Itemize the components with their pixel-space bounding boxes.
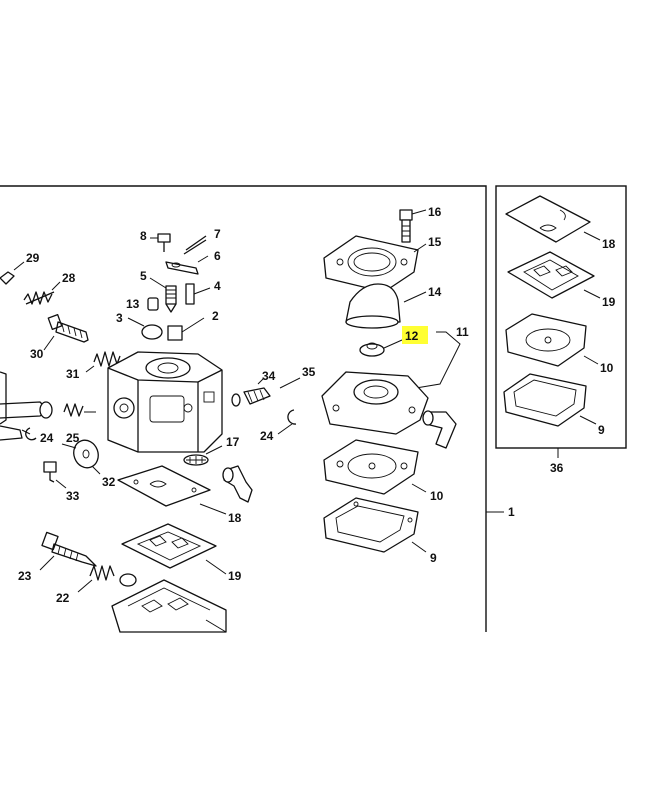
callout-17: 17 bbox=[226, 435, 240, 449]
part-17-screen bbox=[183, 445, 223, 466]
leader-11-bracket bbox=[403, 331, 461, 391]
callout-35: 35 bbox=[302, 365, 316, 379]
part-25-spring bbox=[63, 403, 96, 417]
part-22-spring bbox=[77, 565, 115, 593]
part-18-gasket-left bbox=[117, 465, 227, 515]
callout-34: 34 bbox=[262, 369, 276, 383]
part-10-diaphragm-right bbox=[323, 439, 427, 495]
kit-part-19-diaphragm bbox=[507, 251, 601, 299]
callout-8: 8 bbox=[140, 229, 147, 243]
part-15-cover bbox=[323, 235, 427, 293]
leader-35 bbox=[279, 377, 301, 389]
callout-6: 6 bbox=[214, 249, 221, 263]
callout-25: 25 bbox=[66, 431, 80, 445]
fuel-fitting-right bbox=[422, 410, 457, 449]
callout-32: 32 bbox=[102, 475, 116, 489]
kit-part-10-diaphragm bbox=[505, 313, 599, 367]
callout-18-left: 18 bbox=[228, 511, 242, 525]
callout-29: 29 bbox=[26, 251, 40, 265]
metering-cover bbox=[111, 573, 227, 633]
part-29-needle bbox=[0, 261, 25, 285]
part-32-washer bbox=[61, 439, 101, 475]
callout-36: 36 bbox=[550, 461, 564, 475]
callout-19-left: 19 bbox=[228, 569, 242, 583]
callout-7: 7 bbox=[214, 227, 221, 241]
part-8-screw bbox=[150, 233, 171, 252]
part-31-spring bbox=[85, 351, 121, 373]
callout-10-right: 10 bbox=[430, 489, 444, 503]
callout-12-highlight bbox=[402, 326, 428, 344]
callout-24-right: 24 bbox=[260, 429, 274, 443]
callout-5: 5 bbox=[140, 269, 147, 283]
part-3-cap bbox=[127, 317, 163, 340]
part-34-screw bbox=[231, 377, 271, 407]
part-12-valve bbox=[359, 339, 403, 357]
part-14-primer-bulb bbox=[345, 283, 427, 329]
callout-14: 14 bbox=[428, 285, 442, 299]
part-33-screw bbox=[43, 461, 67, 489]
callout-13: 13 bbox=[126, 297, 140, 311]
fuel-fitting-left bbox=[222, 465, 253, 503]
callout-23: 23 bbox=[18, 569, 32, 583]
part-16-screw bbox=[399, 209, 427, 243]
part-9-gasket-right bbox=[323, 497, 427, 553]
callout-22: 22 bbox=[56, 591, 70, 605]
callout-4: 4 bbox=[214, 279, 221, 293]
part-7-pin bbox=[183, 235, 207, 255]
throttle-shaft bbox=[0, 371, 53, 441]
part-30-idle-screw bbox=[43, 314, 89, 351]
part-13-plug bbox=[147, 297, 159, 311]
callout-9-kit: 9 bbox=[598, 423, 605, 437]
callout-30: 30 bbox=[30, 347, 44, 361]
repair-kit-frame bbox=[495, 185, 627, 449]
callout-28: 28 bbox=[62, 271, 76, 285]
callout-1: 1 bbox=[508, 505, 515, 519]
callout-12: 12 bbox=[405, 329, 419, 343]
callout-31: 31 bbox=[66, 367, 80, 381]
part-24-clip-left bbox=[21, 427, 37, 441]
part-5-needle-valve bbox=[149, 277, 177, 313]
callout-9-right: 9 bbox=[430, 551, 437, 565]
callout-24-left: 24 bbox=[40, 431, 54, 445]
callout-33: 33 bbox=[66, 489, 80, 503]
part-6-lever bbox=[165, 255, 209, 275]
pump-body bbox=[321, 371, 429, 435]
callout-18-kit: 18 bbox=[602, 237, 616, 251]
part-19-diaphragm-left bbox=[121, 523, 227, 575]
callout-3: 3 bbox=[116, 311, 123, 325]
callout-2: 2 bbox=[212, 309, 219, 323]
callout-11: 11 bbox=[456, 325, 469, 339]
callout-16: 16 bbox=[428, 205, 442, 219]
kit-part-18-gasket bbox=[505, 195, 601, 243]
callout-19-kit: 19 bbox=[602, 295, 616, 309]
kit-part-9-gasket bbox=[503, 373, 597, 427]
part-4-pin bbox=[185, 283, 211, 305]
callout-15: 15 bbox=[428, 235, 442, 249]
part-28-spring bbox=[23, 281, 61, 305]
part-23-main-needle bbox=[39, 531, 97, 571]
carburetor-body bbox=[107, 351, 223, 453]
part-24-clip-right bbox=[277, 409, 297, 435]
callout-10-kit: 10 bbox=[600, 361, 614, 375]
main-assembly-frame bbox=[0, 185, 487, 632]
part-2-screw bbox=[167, 317, 205, 341]
